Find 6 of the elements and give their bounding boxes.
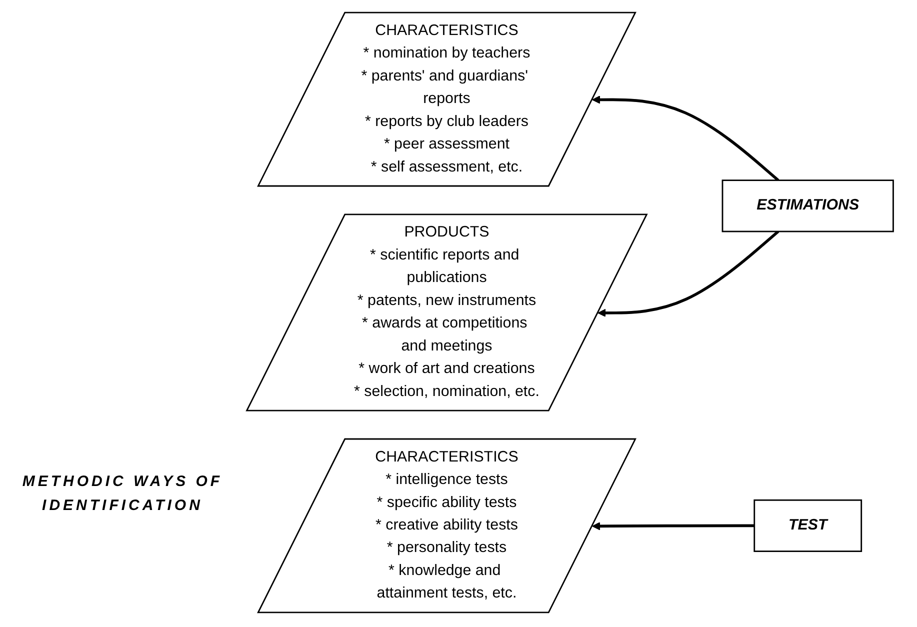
node-box: ESTIMATIONS [722, 180, 894, 232]
arrow [592, 522, 754, 530]
arrow [598, 230, 780, 318]
node-box: TEST [754, 499, 862, 552]
arrow [592, 96, 780, 182]
diagram-label: METHODIC WAYS OF IDENTIFICATION [21, 472, 224, 516]
